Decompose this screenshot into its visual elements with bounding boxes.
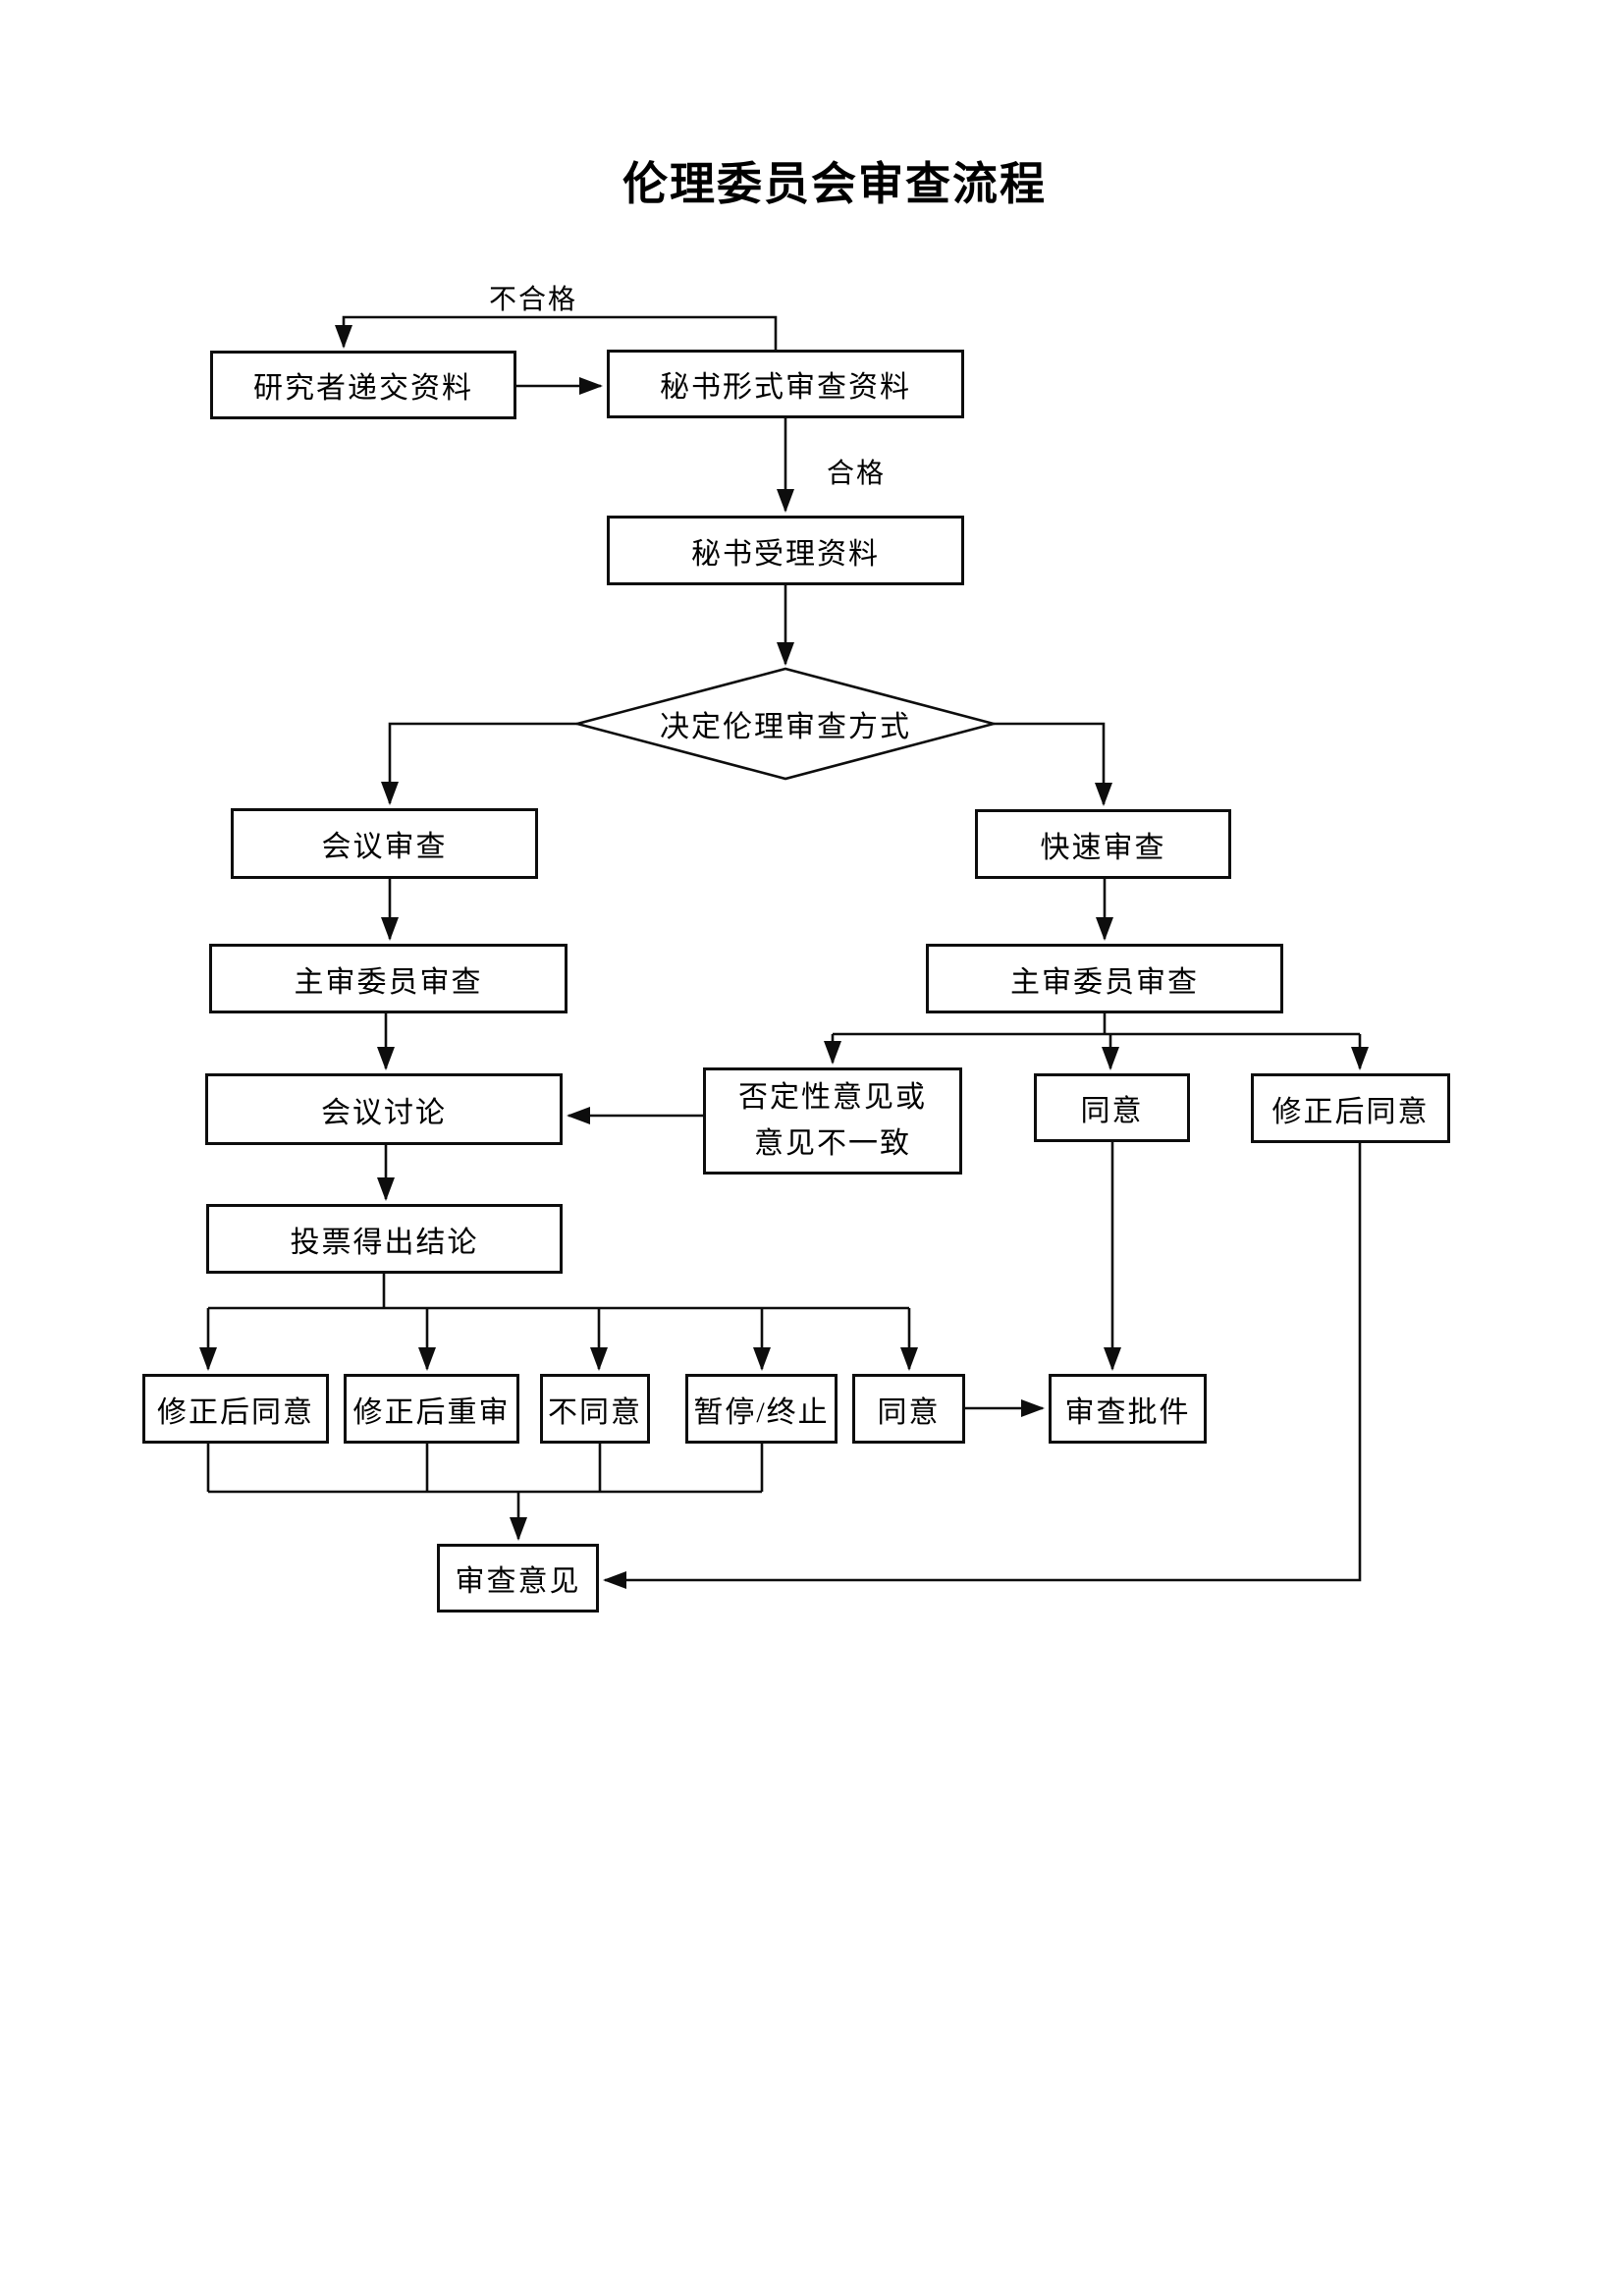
edge-label-pass: 合格 [826,459,886,489]
node-re-review-after-revision: 修正后重审 [344,1374,519,1444]
node-secretary-accept: 秘书受理资料 [607,516,964,585]
node-disagree: 不同意 [540,1374,650,1444]
node-suspend-terminate: 暂停/终止 [685,1374,838,1444]
node-vote-conclusion: 投票得出结论 [206,1204,563,1274]
node-secretary-formal-review: 秘书形式审查资料 [607,350,964,418]
node-fast-review: 快速审查 [975,809,1231,879]
node-agree-right: 同意 [1034,1073,1190,1142]
node-meeting-review: 会议审查 [231,808,538,879]
node-chief-review-left: 主审委员审查 [209,944,568,1013]
node-meeting-discussion: 会议讨论 [205,1073,563,1145]
node-negative-opinion: 否定性意见或 意见不一致 [703,1067,962,1175]
node-review-opinion: 审查意见 [437,1544,599,1613]
page-title: 伦理委员会审查流程 [622,159,1047,209]
node-chief-review-right: 主审委员审查 [926,944,1283,1013]
node-approval-document: 审查批件 [1049,1374,1207,1444]
node-negative-opinion-line1: 否定性意见或 [738,1081,927,1114]
node-decide-review-mode: 决定伦理审查方式 [660,711,911,743]
node-agree-after-revision-right: 修正后同意 [1251,1073,1450,1143]
node-negative-opinion-line2: 意见不一致 [754,1126,911,1160]
node-submit-materials: 研究者递交资料 [210,351,516,419]
node-agree-after-revision: 修正后同意 [142,1374,329,1444]
edge-label-fail: 不合格 [488,285,577,315]
node-agree-bottom: 同意 [852,1374,965,1444]
